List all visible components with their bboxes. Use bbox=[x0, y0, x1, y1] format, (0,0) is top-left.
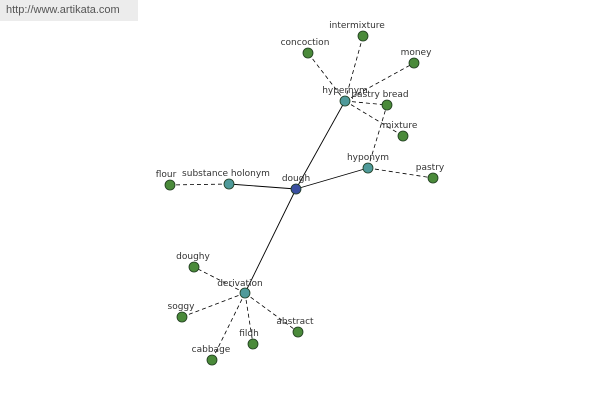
edge-derivation-abstract bbox=[244, 292, 299, 333]
edge-hypernym-intermixture bbox=[344, 35, 364, 102]
label-money: money bbox=[401, 48, 433, 58]
node-derivation[interactable] bbox=[239, 287, 251, 299]
label-dough: dough bbox=[282, 174, 310, 184]
node-money[interactable] bbox=[408, 57, 420, 69]
edge-hypernym-money bbox=[344, 62, 415, 102]
label-fildh: fildh bbox=[239, 329, 259, 339]
node-hypernym[interactable] bbox=[339, 95, 351, 107]
label-derivation: derivation bbox=[217, 279, 263, 289]
edge-substance-holonym-flour bbox=[169, 183, 230, 186]
node-substance-holonym[interactable] bbox=[223, 178, 235, 190]
labels-layer: dough hypernym hyponym substance holonym der… bbox=[156, 21, 445, 355]
label-hypernym: hypernym bbox=[322, 86, 368, 96]
label-concoction: concoction bbox=[281, 38, 330, 48]
label-doughy: doughy bbox=[176, 252, 210, 262]
edge-hyponym-pastry-bread bbox=[367, 104, 388, 169]
label-cabbage: cabbage bbox=[192, 345, 231, 355]
node-fildh[interactable] bbox=[247, 338, 259, 350]
edge-hypernym-concoction bbox=[307, 52, 346, 102]
edge-hypernym-pastry-bread bbox=[344, 100, 388, 106]
site-url-text: http://www.artikata.com bbox=[6, 4, 120, 16]
edge-derivation-cabbage bbox=[211, 292, 246, 361]
edge-dough-hypernym bbox=[295, 100, 346, 190]
edge-hyponym-pastry bbox=[367, 167, 434, 179]
edge-derivation-doughy bbox=[193, 266, 246, 294]
label-hyponym: hyponym bbox=[347, 153, 389, 163]
label-intermixture: intermixture bbox=[329, 21, 385, 31]
label-pastry: pastry bbox=[416, 163, 445, 173]
node-soggy[interactable] bbox=[176, 311, 188, 323]
label-substance-holonym: substance holonym bbox=[182, 169, 270, 179]
edge-dough-substance-holonym bbox=[228, 183, 297, 190]
node-pastry-bread[interactable] bbox=[381, 99, 393, 111]
node-abstract[interactable] bbox=[292, 326, 304, 338]
edge-derivation-soggy bbox=[181, 292, 246, 318]
label-abstract: abstract bbox=[276, 317, 314, 327]
node-hyponym[interactable] bbox=[362, 162, 374, 174]
label-mixture: mixture bbox=[383, 121, 418, 131]
edge-dough-hyponym bbox=[295, 167, 369, 190]
node-flour[interactable] bbox=[164, 179, 176, 191]
edges-layer bbox=[169, 35, 434, 361]
edge-hypernym-mixture bbox=[344, 100, 404, 137]
label-soggy: soggy bbox=[168, 302, 196, 312]
nodes-layer bbox=[164, 30, 439, 366]
edge-dough-derivation bbox=[244, 188, 297, 294]
node-mixture[interactable] bbox=[397, 130, 409, 142]
node-doughy[interactable] bbox=[188, 261, 200, 273]
node-pastry[interactable] bbox=[427, 172, 439, 184]
node-intermixture[interactable] bbox=[357, 30, 369, 42]
node-dough[interactable] bbox=[290, 183, 302, 195]
site-watermark: http://www.artikata.com bbox=[0, 0, 138, 21]
label-pastry-bread: pastry bread bbox=[351, 90, 408, 100]
node-cabbage[interactable] bbox=[206, 354, 218, 366]
edge-derivation-fildh bbox=[244, 292, 254, 345]
label-flour: flour bbox=[156, 170, 177, 180]
node-concoction[interactable] bbox=[302, 47, 314, 59]
